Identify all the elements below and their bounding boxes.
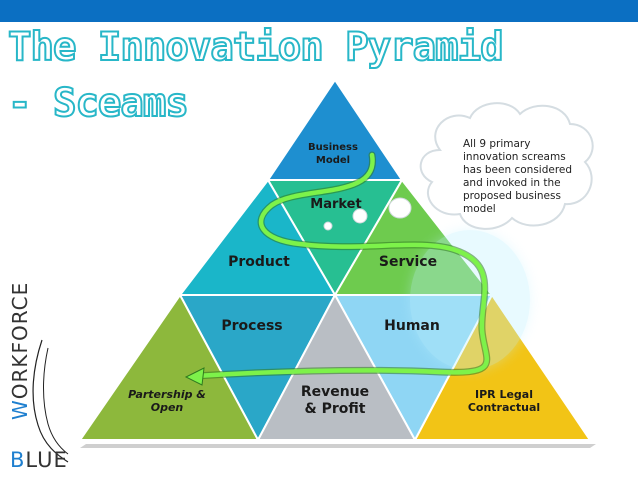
- logo-swoosh-icon: [32, 339, 69, 463]
- flow-arrowhead: [184, 367, 205, 386]
- callout-line-5: proposed business: [463, 190, 561, 202]
- logo-word-orkforce: ORKFORCE: [8, 281, 32, 400]
- callout-cloud: [419, 102, 594, 230]
- label-market: Market: [310, 197, 361, 212]
- slide-title-line2: - Sceams: [7, 81, 190, 127]
- callout-line-6: model: [463, 203, 496, 215]
- logo-initial-b: B: [10, 448, 26, 472]
- label-revenue-2: & Profit: [305, 401, 366, 417]
- callout-line-4: and invoked in the: [463, 177, 561, 189]
- callout-line-1: All 9 primary: [463, 138, 530, 150]
- label-product: Product: [228, 254, 290, 270]
- logo-initial-w: W: [8, 399, 32, 420]
- label-human: Human: [384, 318, 440, 334]
- pyramid-shadow: [80, 444, 596, 448]
- logo-word-lue: LUE: [25, 448, 68, 472]
- slide-title-line1: The Innovation Pyramid: [7, 25, 505, 71]
- logo-text-workforce: WORKFORCE: [8, 282, 32, 420]
- label-business-model-1: Business: [308, 142, 358, 153]
- header-bar: [0, 0, 638, 22]
- label-process: Process: [221, 318, 282, 334]
- callout-line-3: has been considered: [463, 164, 572, 176]
- thought-bubble-medium: [352, 208, 368, 224]
- tile-ipr: [413, 293, 592, 441]
- thought-bubble-large: [388, 197, 412, 219]
- flow-arrow: [193, 152, 489, 379]
- label-ipr-1: IPR Legal: [475, 388, 533, 401]
- thought-bubble-small: [323, 221, 333, 231]
- workforce-blue-logo: WORKFORCE BLUE: [2, 282, 72, 478]
- label-service: Service: [379, 254, 437, 270]
- glow-highlight: [410, 230, 530, 370]
- label-ipr-2: Contractual: [468, 401, 540, 414]
- label-partnership-2: Open: [151, 401, 184, 414]
- tile-partnership: [78, 293, 260, 441]
- label-revenue-1: Revenue: [301, 384, 369, 400]
- logo-text-blue: BLUE: [10, 448, 68, 472]
- label-business-model-2: Model: [316, 155, 350, 166]
- label-partnership-1: Partership &: [128, 388, 206, 401]
- callout-line-2: innovation screams: [463, 151, 566, 163]
